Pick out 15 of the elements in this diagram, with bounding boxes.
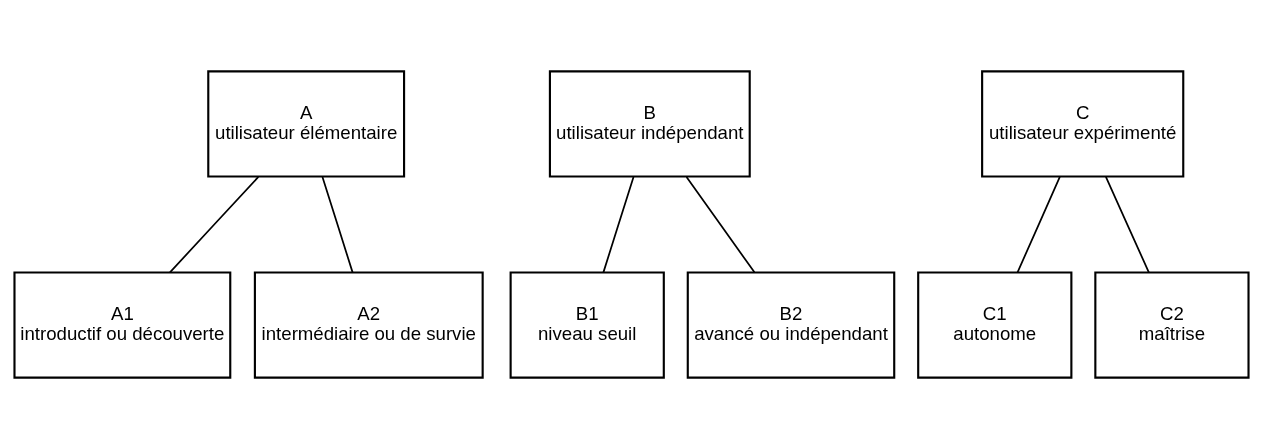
connector	[685, 175, 756, 273]
node-box: A2 intermédiaire ou de survie	[253, 270, 484, 379]
node-box: C2 maîtrise	[1094, 270, 1250, 379]
connector	[1016, 175, 1061, 273]
node-box: B2 avancé ou indépendant	[686, 270, 896, 379]
connector	[321, 175, 354, 273]
connector	[602, 175, 635, 273]
node-box: C utilisateur expérimenté	[981, 69, 1185, 178]
node-box: B1 niveau seuil	[509, 270, 665, 379]
node-box: C1 autonome	[917, 270, 1073, 379]
node-box: A1 introductif ou découverte	[13, 270, 232, 379]
connector	[169, 175, 260, 273]
node-box: B utilisateur indépendant	[548, 69, 751, 178]
node-box: A utilisateur élémentaire	[207, 69, 406, 178]
connector	[1105, 175, 1150, 273]
